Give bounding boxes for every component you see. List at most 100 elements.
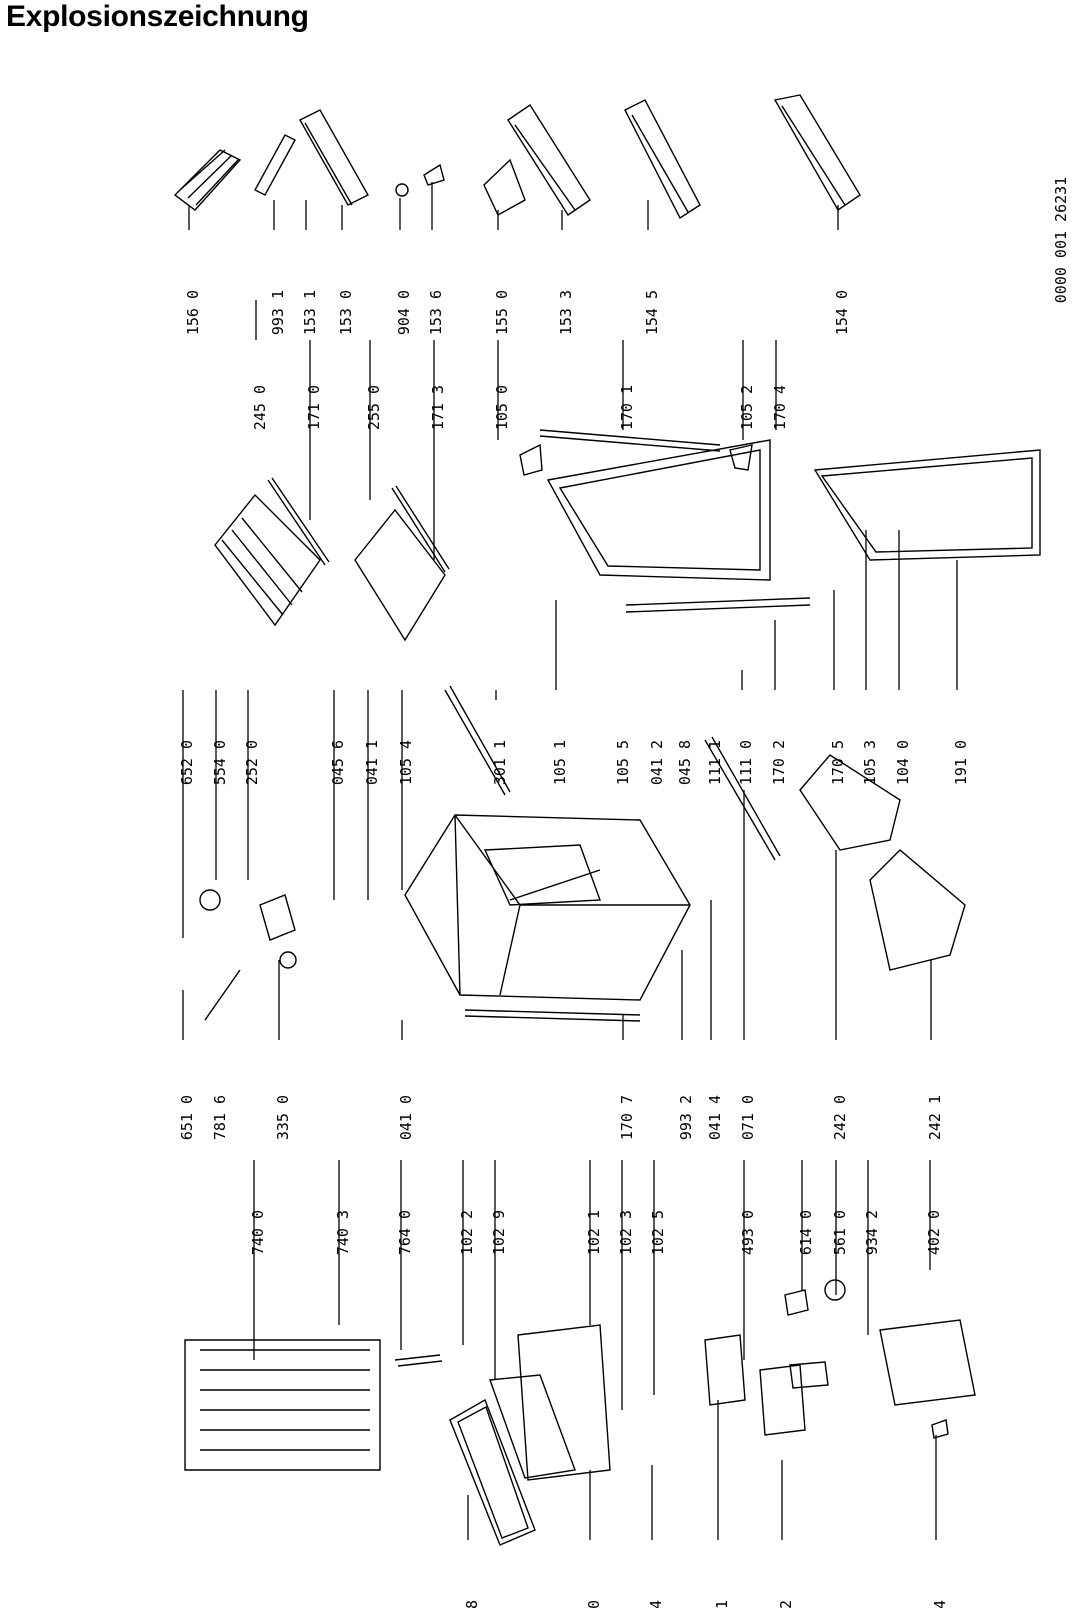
part-label: 155 0 — [493, 290, 511, 335]
drip-tray — [704, 736, 781, 861]
leader-lines — [182, 182, 958, 1540]
cabinet-inner — [483, 844, 601, 906]
egg-tray — [483, 158, 526, 216]
part-label: 105 1 — [551, 740, 569, 785]
doc-code: 0000 001 26231 — [1052, 177, 1070, 303]
part-label: 402 0 — [925, 1210, 943, 1255]
rail-1 — [539, 429, 721, 452]
crisper-2 — [869, 849, 966, 971]
wire-shelf — [214, 493, 321, 627]
part-label: 493 0 — [739, 1210, 757, 1255]
cap-561 — [824, 1279, 846, 1301]
part-label: 740 0 — [249, 1210, 267, 1255]
clip — [423, 163, 445, 186]
part-drawings — [173, 94, 1041, 1546]
part-label: 102 2 — [458, 1210, 476, 1255]
part-label: 242 0 — [831, 1095, 849, 1140]
part-label: 102 1 — [585, 1210, 603, 1255]
thermostat — [259, 894, 296, 941]
crisper-1 — [799, 754, 901, 851]
part-label: 993 1 — [269, 290, 287, 335]
evap-plate — [489, 1374, 576, 1479]
gasket — [813, 449, 1041, 561]
part-label: 402 4 — [931, 1600, 949, 1608]
part-label: 904 0 — [395, 290, 413, 335]
part-label: 153 0 — [337, 290, 355, 335]
part-label: 170 2 — [770, 740, 788, 785]
part-label: 170 5 — [829, 740, 847, 785]
part-label: 045 6 — [329, 740, 347, 785]
ice-tray — [173, 149, 242, 211]
part-label: 071 0 — [739, 1095, 757, 1140]
part-label: 171 3 — [429, 385, 447, 430]
glass-shelf — [354, 508, 446, 642]
door-shelf-long — [299, 109, 369, 206]
part-label: 614 0 — [797, 1210, 815, 1255]
freezer-flap — [546, 439, 771, 581]
part-label: 652 0 — [178, 740, 196, 785]
part-label: 252 0 — [243, 740, 261, 785]
cabinet — [404, 814, 691, 1001]
part-label: 041 4 — [706, 1095, 724, 1140]
part-label: 245 0 — [251, 385, 269, 430]
part-label: 105 5 — [614, 740, 632, 785]
part-label: 153 3 — [557, 290, 575, 335]
door-bin-1 — [507, 104, 591, 216]
part-label: 242 1 — [926, 1095, 944, 1140]
part-label: 561 0 — [831, 1210, 849, 1255]
rail-top — [444, 685, 511, 796]
hinge-bottom — [729, 444, 753, 471]
part-label: 102 4 — [647, 1600, 665, 1608]
part-label: 156 0 — [184, 290, 202, 335]
hinge-top — [519, 443, 543, 476]
part-label: 764 0 — [396, 1210, 414, 1255]
part-label: 104 0 — [894, 740, 912, 785]
part-label: 554 0 — [211, 740, 229, 785]
part-label: 045 8 — [676, 740, 694, 785]
clip-402 — [931, 1419, 949, 1439]
part-label: 740 3 — [334, 1210, 352, 1255]
part-label: 335 0 — [274, 1095, 292, 1140]
part-label: 402 1 — [713, 1600, 731, 1608]
shelf-strip — [267, 477, 330, 566]
compressor — [879, 1319, 976, 1406]
part-label: 154 0 — [833, 290, 851, 335]
lamp — [279, 951, 297, 969]
part-label: 105 4 — [397, 740, 415, 785]
rail-2 — [625, 597, 811, 613]
part-label: 171 0 — [305, 385, 323, 430]
part-label: 561 2 — [777, 1600, 795, 1608]
door-bin-2 — [624, 99, 701, 220]
shelf-strip-2 — [391, 485, 450, 573]
box-493 — [789, 1361, 829, 1389]
part-label: 105 3 — [861, 740, 879, 785]
frame-rect — [449, 1398, 536, 1546]
part-label: 041 1 — [363, 740, 381, 785]
scraper — [254, 134, 296, 196]
page-title: Explosionszeichnung — [6, 0, 309, 33]
part-label: 153 6 — [427, 290, 445, 335]
part-label: 153 1 — [301, 290, 319, 335]
cap-614 — [784, 1289, 809, 1316]
door-bin-3 — [773, 94, 861, 212]
part-label: 934 2 — [863, 1210, 881, 1255]
part-label: 255 0 — [365, 385, 383, 430]
part-label: 102 3 — [617, 1210, 635, 1255]
part-label: 191 0 — [952, 740, 970, 785]
small-knob — [395, 183, 409, 197]
part-label: 105 0 — [493, 385, 511, 430]
part-label: 041 2 — [648, 740, 666, 785]
part-label: 651 0 — [178, 1095, 196, 1140]
rail-bottom — [464, 1009, 641, 1022]
part-label: 102 9 — [490, 1210, 508, 1255]
part-label: 170 4 — [771, 385, 789, 430]
heater — [394, 1354, 443, 1367]
condenser — [184, 1339, 381, 1471]
part-label: 102 8 — [463, 1600, 481, 1608]
sensor — [204, 969, 241, 1021]
part-label: 781 6 — [211, 1095, 229, 1140]
part-label: 102 0 — [585, 1600, 603, 1608]
part-label: 154 5 — [643, 290, 661, 335]
part-label: 993 2 — [677, 1095, 695, 1140]
